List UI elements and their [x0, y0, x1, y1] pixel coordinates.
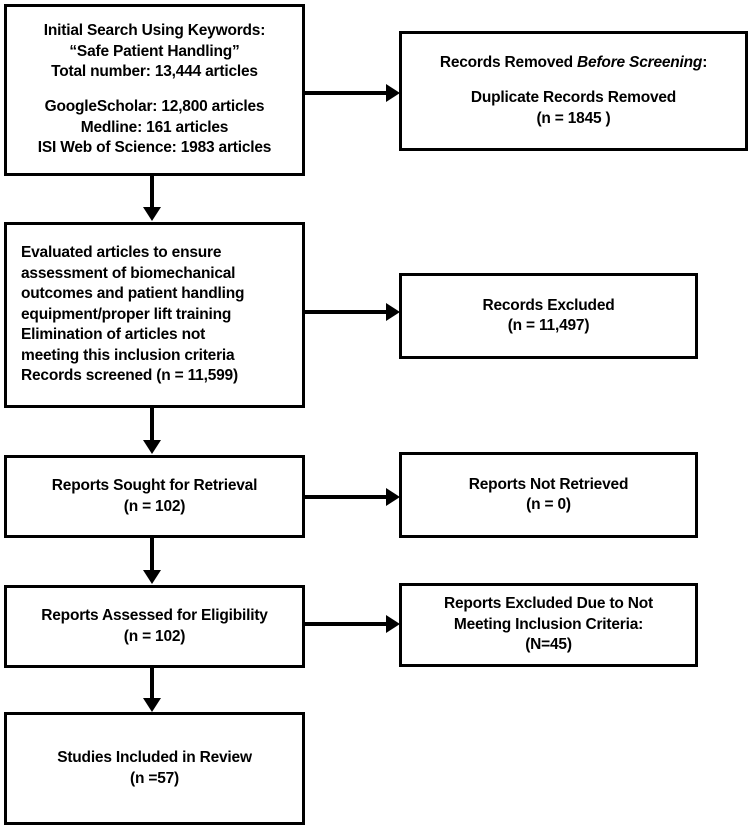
box-studies-included-text: Studies Included in Review (n =57) — [7, 748, 302, 789]
arrow-down-icon — [143, 570, 161, 584]
identification-line-4: GoogleScholar: 12,800 articles — [44, 98, 265, 116]
removed-line-1-prefix: Records Removed — [439, 53, 578, 71]
connector-line — [305, 91, 388, 95]
removed-line-3: (n = 1845 ) — [536, 109, 611, 127]
box-reports-assessed-text: Reports Assessed for Eligibility (n = 10… — [7, 606, 302, 647]
reports-excluded-eligibility-line-2: Meeting Inclusion Criteria: — [453, 615, 644, 633]
box-removed-before-screening-text: Records Removed Before Screening: Duplic… — [402, 53, 745, 129]
box-reports-excluded-eligibility-text: Reports Excluded Due to Not Meeting Incl… — [402, 594, 695, 655]
removed-line-1-italic: Before Screening — [577, 53, 703, 71]
records-excluded-line-1: Records Excluded — [482, 296, 615, 314]
screening-line-7: Records screened (n = 11,599) — [21, 367, 238, 385]
connector-line — [305, 310, 388, 314]
studies-included-line-2: (n =57) — [130, 769, 179, 787]
reports-not-retrieved-line-2: (n = 0) — [526, 496, 571, 513]
screening-line-5: Elimination of articles not — [21, 326, 206, 344]
box-reports-sought-text: Reports Sought for Retrieval (n = 102) — [7, 476, 302, 517]
screening-line-4: equipment/proper lift training — [21, 305, 232, 323]
removed-line-1-suffix: : — [702, 53, 708, 71]
reports-sought-line-2: (n = 102) — [123, 497, 186, 515]
reports-excluded-eligibility-line-1: Reports Excluded Due to Not — [443, 595, 654, 613]
reports-not-retrieved-line-1: Reports Not Retrieved — [468, 475, 629, 493]
connector-line — [305, 622, 388, 626]
arrow-down-icon — [143, 440, 161, 454]
box-reports-assessed: Reports Assessed for Eligibility (n = 10… — [4, 585, 305, 668]
box-reports-sought: Reports Sought for Retrieval (n = 102) — [4, 455, 305, 538]
connector-line — [150, 176, 154, 209]
connector-line — [305, 495, 388, 499]
box-identification: Initial Search Using Keywords: “Safe Pat… — [4, 4, 305, 176]
arrow-right-icon — [386, 84, 400, 102]
reports-assessed-line-2: (n = 102) — [123, 627, 186, 645]
box-reports-not-retrieved-text: Reports Not Retrieved (n = 0) — [402, 475, 695, 516]
box-screening-text: Evaluated articles to ensure assessment … — [7, 243, 302, 386]
reports-excluded-eligibility-line-3: (N=45) — [525, 636, 572, 654]
arrow-right-icon — [386, 303, 400, 321]
connector-line — [150, 538, 154, 572]
reports-sought-line-1: Reports Sought for Retrieval — [51, 477, 258, 495]
box-screening: Evaluated articles to ensure assessment … — [4, 222, 305, 408]
box-records-excluded-text: Records Excluded (n = 11,497) — [402, 296, 695, 337]
identification-line-1: Initial Search Using Keywords: — [43, 22, 266, 40]
identification-line-6: ISI Web of Science: 1983 articles — [37, 139, 272, 157]
arrow-right-icon — [386, 488, 400, 506]
arrow-right-icon — [386, 615, 400, 633]
studies-included-line-1: Studies Included in Review — [57, 749, 252, 767]
screening-line-1: Evaluated articles to ensure — [21, 244, 222, 262]
identification-line-3: Total number: 13,444 articles — [51, 63, 258, 81]
box-removed-before-screening: Records Removed Before Screening: Duplic… — [399, 31, 748, 151]
connector-line — [150, 668, 154, 700]
identification-spacer — [15, 83, 294, 98]
arrow-down-icon — [143, 207, 161, 221]
arrow-down-icon — [143, 698, 161, 712]
box-records-excluded: Records Excluded (n = 11,497) — [399, 273, 698, 359]
box-reports-not-retrieved: Reports Not Retrieved (n = 0) — [399, 452, 698, 538]
screening-line-6: meeting this inclusion criteria — [21, 346, 235, 364]
connector-line — [150, 408, 154, 442]
box-studies-included: Studies Included in Review (n =57) — [4, 712, 305, 825]
removed-line-2: Duplicate Records Removed — [470, 89, 677, 107]
screening-line-2: assessment of biomechanical — [21, 264, 236, 282]
removed-spacer — [410, 73, 737, 88]
identification-line-5: Medline: 161 articles — [80, 118, 229, 136]
box-reports-excluded-eligibility: Reports Excluded Due to Not Meeting Incl… — [399, 583, 698, 667]
identification-line-2: “Safe Patient Handling” — [69, 42, 240, 60]
records-excluded-line-2: (n = 11,497) — [507, 317, 590, 334]
box-identification-text: Initial Search Using Keywords: “Safe Pat… — [7, 21, 302, 158]
reports-assessed-line-1: Reports Assessed for Eligibility — [41, 607, 268, 625]
screening-line-3: outcomes and patient handling — [21, 285, 245, 303]
